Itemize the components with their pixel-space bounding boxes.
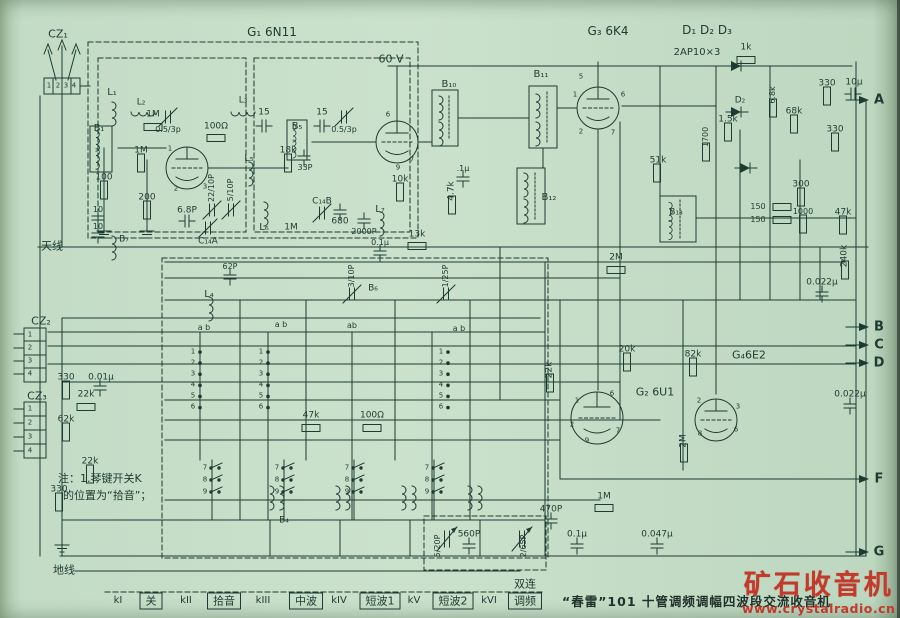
transformer-b10	[431, 89, 459, 147]
tubes	[165, 86, 738, 445]
antenna-icon	[43, 38, 81, 81]
transformer-b11	[528, 85, 558, 149]
varcap-am	[511, 526, 533, 552]
tube-g3-6k4	[576, 86, 620, 130]
coils	[111, 101, 483, 511]
watermark: 矿石收音机 www.crystalradio.cn	[742, 571, 895, 616]
connector-cz3	[13, 401, 47, 459]
diode-d3	[734, 162, 758, 174]
coil-l2	[130, 111, 156, 117]
caption: “春雷”101 十管调频调幅四波段交流收音机	[562, 591, 831, 610]
coil-l1	[111, 101, 117, 127]
resistors	[55, 56, 849, 512]
trimmer-cap	[202, 200, 222, 220]
varcap-fm	[436, 526, 458, 552]
ground-icon	[96, 223, 112, 239]
transformer-b12	[516, 167, 546, 225]
diode-d2	[725, 106, 749, 118]
watermark-url: www.crystalradio.cn	[742, 600, 896, 616]
caption-model: “春雷”101	[562, 594, 637, 609]
coil-l3	[230, 111, 256, 117]
coil-l5	[248, 161, 254, 187]
diodes	[725, 60, 758, 174]
caption-title: 十管调频调幅四波段交流收音机	[641, 594, 831, 609]
connector-cz2	[13, 327, 47, 383]
connector-cz1	[43, 77, 81, 95]
capacitors	[91, 87, 862, 555]
tuning-gang	[436, 526, 533, 552]
transformer-b1	[89, 125, 113, 173]
ground-icon	[139, 223, 155, 239]
if-transformers	[89, 85, 697, 243]
tube-g1b-6n11	[375, 120, 419, 164]
tube-g4-6e2	[694, 398, 738, 442]
coil-l6	[263, 201, 269, 227]
band-switch-contacts	[198, 350, 450, 495]
connectors	[13, 38, 81, 459]
transformer-b5	[286, 119, 308, 161]
watermark-text: 矿石收音机	[743, 570, 894, 601]
tube-g1a-6n11	[165, 146, 209, 190]
tube-g2-6u1	[570, 391, 624, 445]
coil-b7	[111, 235, 117, 261]
coil-l4	[208, 296, 214, 322]
transformer-b13	[659, 195, 697, 243]
note-line-2: 的位置为“拾音”；	[63, 489, 152, 502]
note-line-1: 注：1.琴键开关K	[58, 472, 142, 485]
